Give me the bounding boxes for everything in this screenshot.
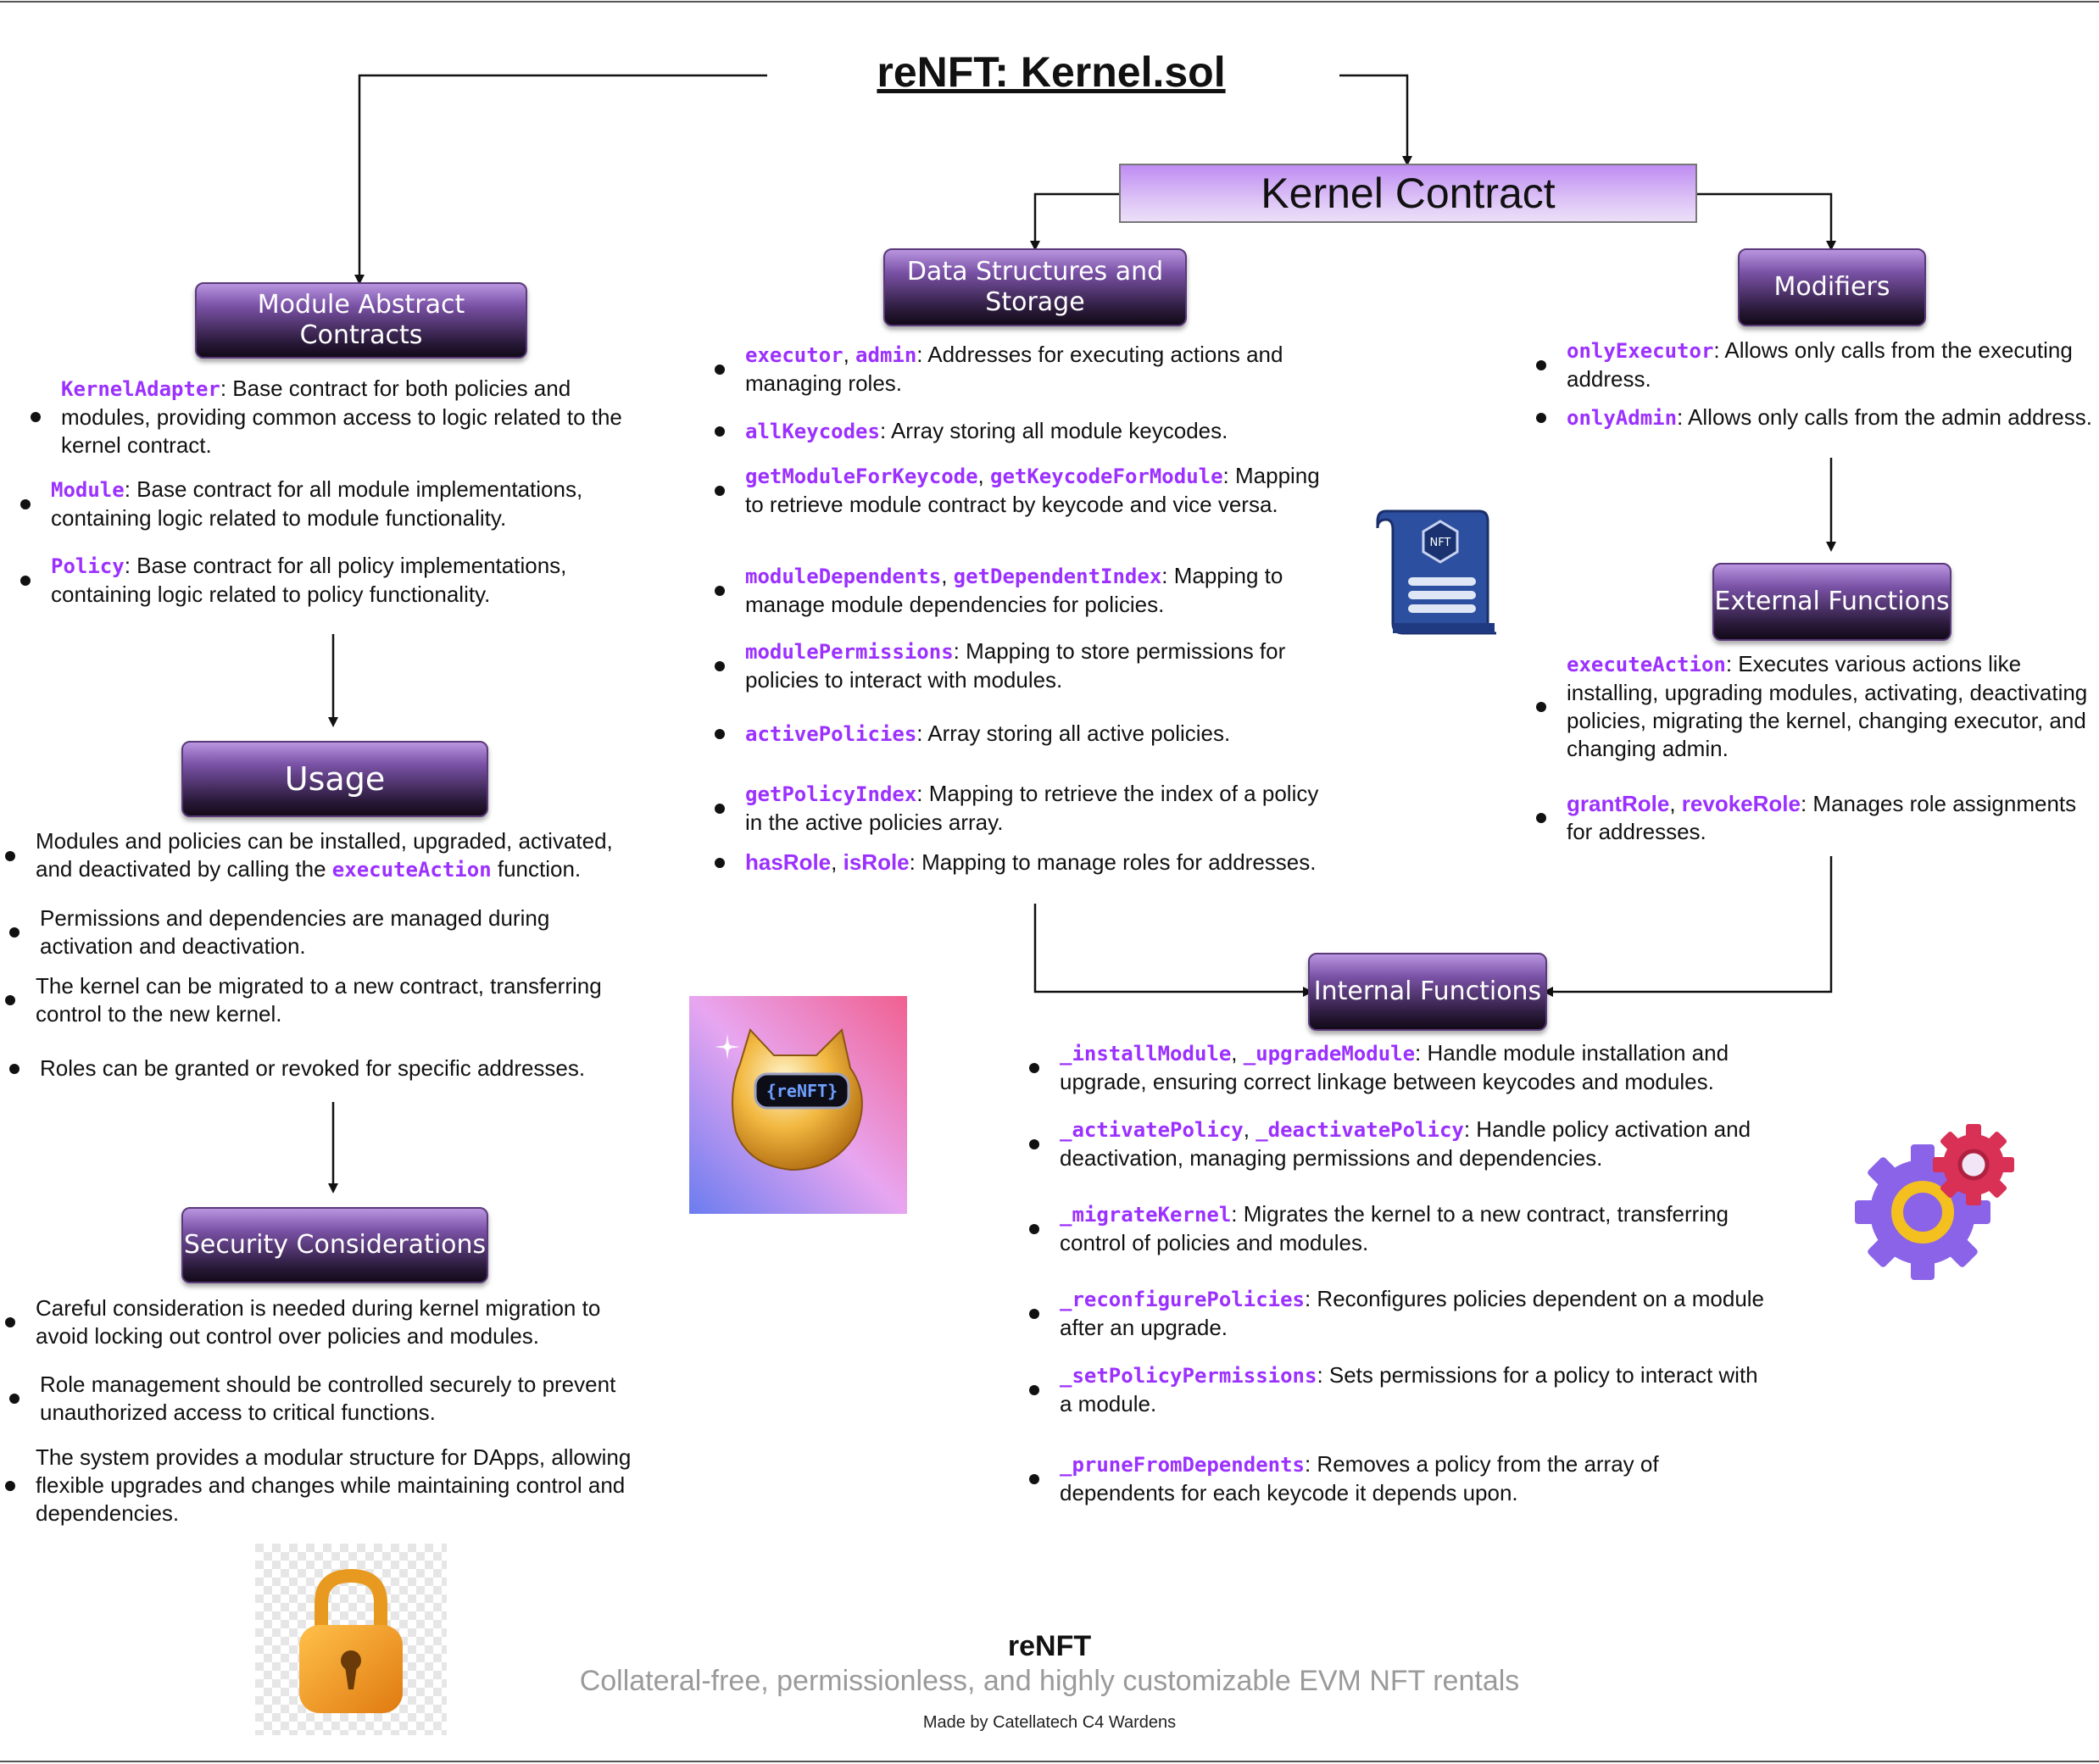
data-structures-box: Data Structures and Storage bbox=[883, 248, 1187, 326]
module-abstract-list-2: Module: Base contract for all module imp… bbox=[20, 476, 661, 532]
list-item: _pruneFromDependents: Removes a policy f… bbox=[1029, 1450, 1772, 1507]
padlock-icon bbox=[255, 1544, 447, 1735]
usage-list-2: Permissions and dependencies are managed… bbox=[9, 904, 616, 960]
list-item: onlyExecutor: Allows only calls from the… bbox=[1536, 337, 2092, 393]
list-item: executeAction: Executes various actions … bbox=[1536, 650, 2092, 763]
internal-functions-list-4: _reconfigurePolicies: Reconfigures polic… bbox=[1029, 1285, 1772, 1342]
module-abstract-list: KernelAdapter: Base contract for both po… bbox=[31, 375, 654, 459]
external-functions-list-2: grantRole, revokeRole: Manages role assi… bbox=[1536, 790, 2092, 846]
data-structures-list: executor, admin: Addresses for executing… bbox=[715, 341, 1339, 398]
list-item: modulePermissions: Mapping to store perm… bbox=[715, 637, 1339, 694]
list-item: getPolicyIndex: Mapping to retrieve the … bbox=[715, 780, 1339, 837]
list-item: Permissions and dependencies are managed… bbox=[9, 904, 616, 960]
list-item: onlyAdmin: Allows only calls from the ad… bbox=[1536, 403, 2092, 432]
connector-external-to-internal bbox=[1543, 856, 1833, 997]
footer-credit: Made by Catellatech C4 Wardens bbox=[922, 1713, 1177, 1732]
security-considerations-box: Security Considerations bbox=[181, 1207, 488, 1283]
list-item: executor, admin: Addresses for executing… bbox=[715, 341, 1339, 398]
data-structures-list-5: modulePermissions: Mapping to store perm… bbox=[715, 637, 1339, 694]
connector-title-to-kernel bbox=[1339, 74, 1412, 166]
module-abstract-contracts-box: Module Abstract Contracts bbox=[195, 282, 527, 359]
page-title: reNFT: Kernel.sol bbox=[877, 48, 1226, 96]
kernel-contract-box: Kernel Contract bbox=[1119, 164, 1697, 223]
connector-data-to-internal bbox=[1033, 904, 1313, 997]
modifiers-list: onlyExecutor: Allows only calls from the… bbox=[1536, 337, 2092, 393]
list-item: Careful consideration is needed during k… bbox=[5, 1294, 646, 1350]
list-item: allKeycodes: Array storing all module ke… bbox=[715, 417, 1339, 446]
footer-subtitle: Collateral-free, permissionless, and hig… bbox=[579, 1665, 1520, 1697]
list-item: Role management should be controlled sec… bbox=[9, 1371, 650, 1427]
list-item: hasRole, isRole: Mapping to manage roles… bbox=[715, 849, 1339, 876]
list-item: activePolicies: Array storing all active… bbox=[715, 720, 1339, 748]
security-list: Careful consideration is needed during k… bbox=[5, 1294, 646, 1350]
list-item: _activatePolicy, _deactivatePolicy: Hand… bbox=[1029, 1116, 1772, 1172]
security-list-2: Role management should be controlled sec… bbox=[9, 1371, 650, 1427]
data-structures-list-6: activePolicies: Array storing all active… bbox=[715, 720, 1339, 748]
usage-list-4: Roles can be granted or revoked for spec… bbox=[9, 1055, 650, 1082]
svg-text:NFT: NFT bbox=[1430, 537, 1451, 549]
module-abstract-list-3: Policy: Base contract for all policy imp… bbox=[20, 552, 661, 609]
modifiers-box: Modifiers bbox=[1738, 248, 1926, 326]
data-structures-list-3: getModuleForKeycode, getKeycodeForModule… bbox=[715, 462, 1339, 519]
top-border bbox=[0, 1, 2099, 3]
connector-kernel-to-data bbox=[1030, 192, 1121, 251]
list-item: Roles can be granted or revoked for spec… bbox=[9, 1055, 650, 1082]
connector-kernel-to-modifiers bbox=[1695, 192, 1836, 251]
internal-functions-list-3: _migrateKernel: Migrates the kernel to a… bbox=[1029, 1200, 1772, 1257]
security-list-3: The system provides a modular structure … bbox=[5, 1444, 646, 1528]
internal-functions-box: Internal Functions bbox=[1308, 953, 1547, 1031]
internal-functions-list-5: _setPolicyPermissions: Sets permissions … bbox=[1029, 1361, 1772, 1418]
modifiers-list-2: onlyAdmin: Allows only calls from the ad… bbox=[1536, 403, 2092, 432]
usage-list: Modules and policies can be installed, u… bbox=[5, 827, 646, 884]
footer-title: reNFT bbox=[1007, 1630, 1092, 1662]
usage-list-3: The kernel can be migrated to a new cont… bbox=[5, 972, 646, 1028]
data-structures-list-2: allKeycodes: Array storing all module ke… bbox=[715, 417, 1339, 446]
data-structures-list-4: moduleDependents, getDependentIndex: Map… bbox=[715, 562, 1339, 619]
list-item: Policy: Base contract for all policy imp… bbox=[20, 552, 661, 609]
bottom-border bbox=[0, 1761, 2099, 1762]
list-item: _installModule, _upgradeModule: Handle m… bbox=[1029, 1039, 1772, 1096]
internal-functions-list: _installModule, _upgradeModule: Handle m… bbox=[1029, 1039, 1772, 1096]
list-item: KernelAdapter: Base contract for both po… bbox=[31, 375, 654, 459]
list-item: The system provides a modular structure … bbox=[5, 1444, 646, 1528]
external-functions-box: External Functions bbox=[1712, 563, 1951, 641]
data-structures-list-8: hasRole, isRole: Mapping to manage roles… bbox=[715, 849, 1339, 876]
list-item: _reconfigurePolicies: Reconfigures polic… bbox=[1029, 1285, 1772, 1342]
data-structures-list-7: getPolicyIndex: Mapping to retrieve the … bbox=[715, 780, 1339, 837]
list-item: _setPolicyPermissions: Sets permissions … bbox=[1029, 1361, 1772, 1418]
list-item: Modules and policies can be installed, u… bbox=[5, 827, 646, 884]
gears-icon bbox=[1848, 1117, 2018, 1287]
list-item: The kernel can be migrated to a new cont… bbox=[5, 972, 646, 1028]
connector-title-to-module bbox=[354, 74, 767, 285]
internal-functions-list-2: _activatePolicy, _deactivatePolicy: Hand… bbox=[1029, 1116, 1772, 1172]
svg-text:{reNFT}: {reNFT} bbox=[766, 1081, 838, 1101]
list-item: _migrateKernel: Migrates the kernel to a… bbox=[1029, 1200, 1772, 1257]
list-item: Module: Base contract for all module imp… bbox=[20, 476, 661, 532]
external-functions-list: executeAction: Executes various actions … bbox=[1536, 650, 2092, 763]
renft-avatar-image: {reNFT} bbox=[689, 996, 907, 1214]
nft-scroll-icon: NFT bbox=[1369, 504, 1500, 640]
list-item: moduleDependents, getDependentIndex: Map… bbox=[715, 562, 1339, 619]
list-item: grantRole, revokeRole: Manages role assi… bbox=[1536, 790, 2092, 846]
usage-box: Usage bbox=[181, 741, 488, 817]
internal-functions-list-6: _pruneFromDependents: Removes a policy f… bbox=[1029, 1450, 1772, 1507]
list-item: getModuleForKeycode, getKeycodeForModule… bbox=[715, 462, 1339, 519]
